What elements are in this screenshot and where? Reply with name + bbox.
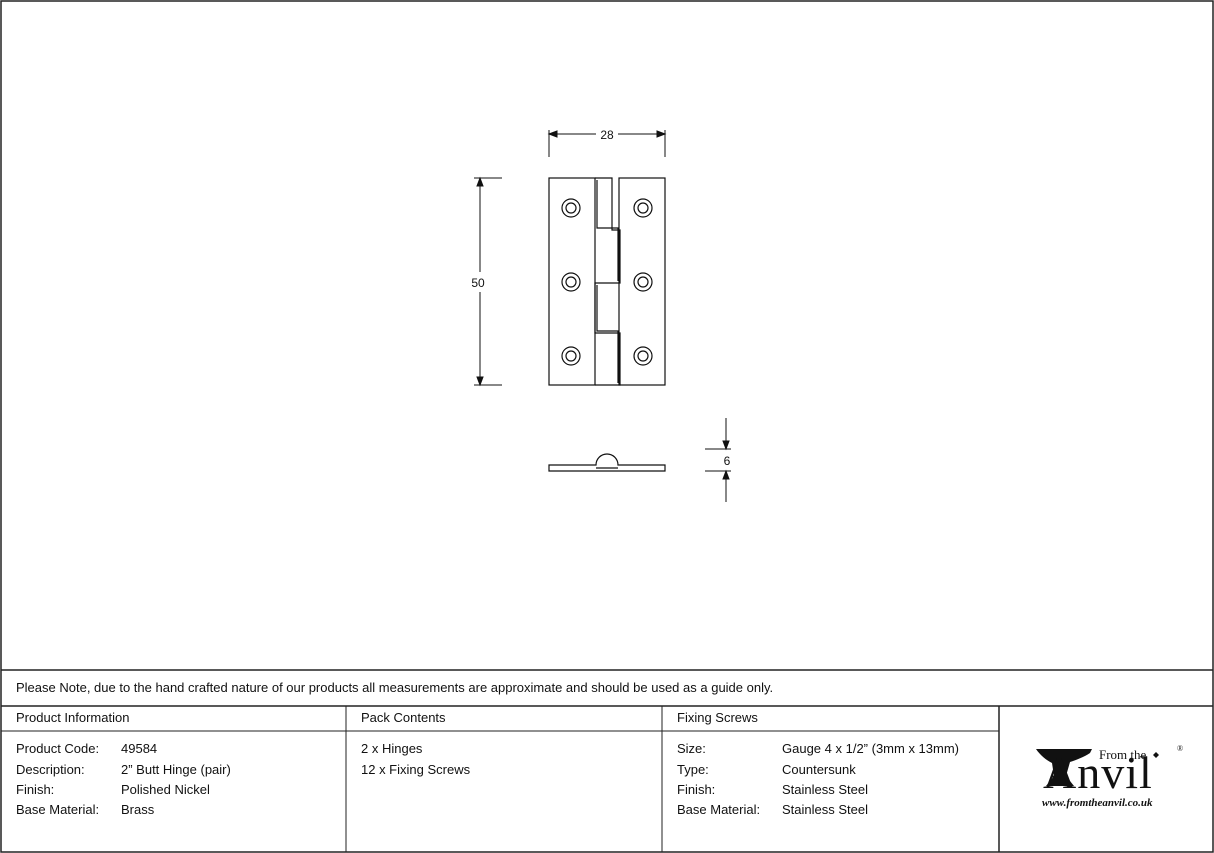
product-code-value: 49584 <box>121 741 158 756</box>
pack-contents-heading: Pack Contents <box>361 710 446 725</box>
base-material-label: Base Material: <box>16 802 100 817</box>
product-code-label: Product Code: <box>16 741 100 756</box>
finish-label: Finish: <box>16 782 55 797</box>
screw-size-value: Gauge 4 x 1/2” (3mm x 13mm) <box>782 741 959 756</box>
height-dimension <box>474 176 502 387</box>
screw-type-label: Type: <box>677 762 709 777</box>
description-label: Description: <box>16 762 85 777</box>
diamond-icon <box>1153 752 1159 758</box>
pack-item-hinges: 2 x Hinges <box>361 741 423 756</box>
screw-hole <box>633 346 653 366</box>
pack-item-screws: 12 x Fixing Screws <box>361 762 471 777</box>
hinge-knuckle <box>594 177 621 386</box>
depth-dimension-label: 6 <box>724 454 731 468</box>
width-dimension-label: 28 <box>600 128 614 142</box>
description-value: 2” Butt Hinge (pair) <box>121 762 231 777</box>
logo-from-the: From the <box>1099 747 1147 762</box>
base-material-value: Brass <box>121 802 155 817</box>
hinge-leaf-left <box>548 177 596 386</box>
screw-material-label: Base Material: <box>677 802 761 817</box>
screw-hole <box>633 198 653 218</box>
fixing-screws-heading: Fixing Screws <box>677 710 758 725</box>
hinge-leaf-right <box>618 177 666 386</box>
logo-name: Anvil <box>1043 747 1153 798</box>
screw-hole <box>633 272 653 292</box>
hinge-knuckle-inner <box>596 180 619 383</box>
product-information-heading: Product Information <box>16 710 130 725</box>
anvil-logo-icon <box>1036 749 1092 786</box>
disclaimer-note: Please Note, due to the hand crafted nat… <box>16 680 774 695</box>
width-dimension <box>547 130 667 157</box>
screw-finish-value: Stainless Steel <box>782 782 868 797</box>
logo-url: www.fromtheanvil.co.uk <box>1042 797 1153 809</box>
screw-hole <box>561 198 581 218</box>
screw-hole <box>561 346 581 366</box>
screw-finish-label: Finish: <box>677 782 716 797</box>
screw-hole <box>561 272 581 292</box>
finish-value: Polished Nickel <box>121 782 210 797</box>
height-dimension-label: 50 <box>471 276 485 290</box>
screw-size-label: Size: <box>677 741 706 756</box>
logo-registered: ® <box>1177 744 1184 753</box>
screw-material-value: Stainless Steel <box>782 802 868 817</box>
hinge-side-view <box>548 453 666 472</box>
depth-dimension <box>705 418 731 502</box>
hinge-front-view <box>548 177 666 386</box>
screw-type-value: Countersunk <box>782 762 856 777</box>
